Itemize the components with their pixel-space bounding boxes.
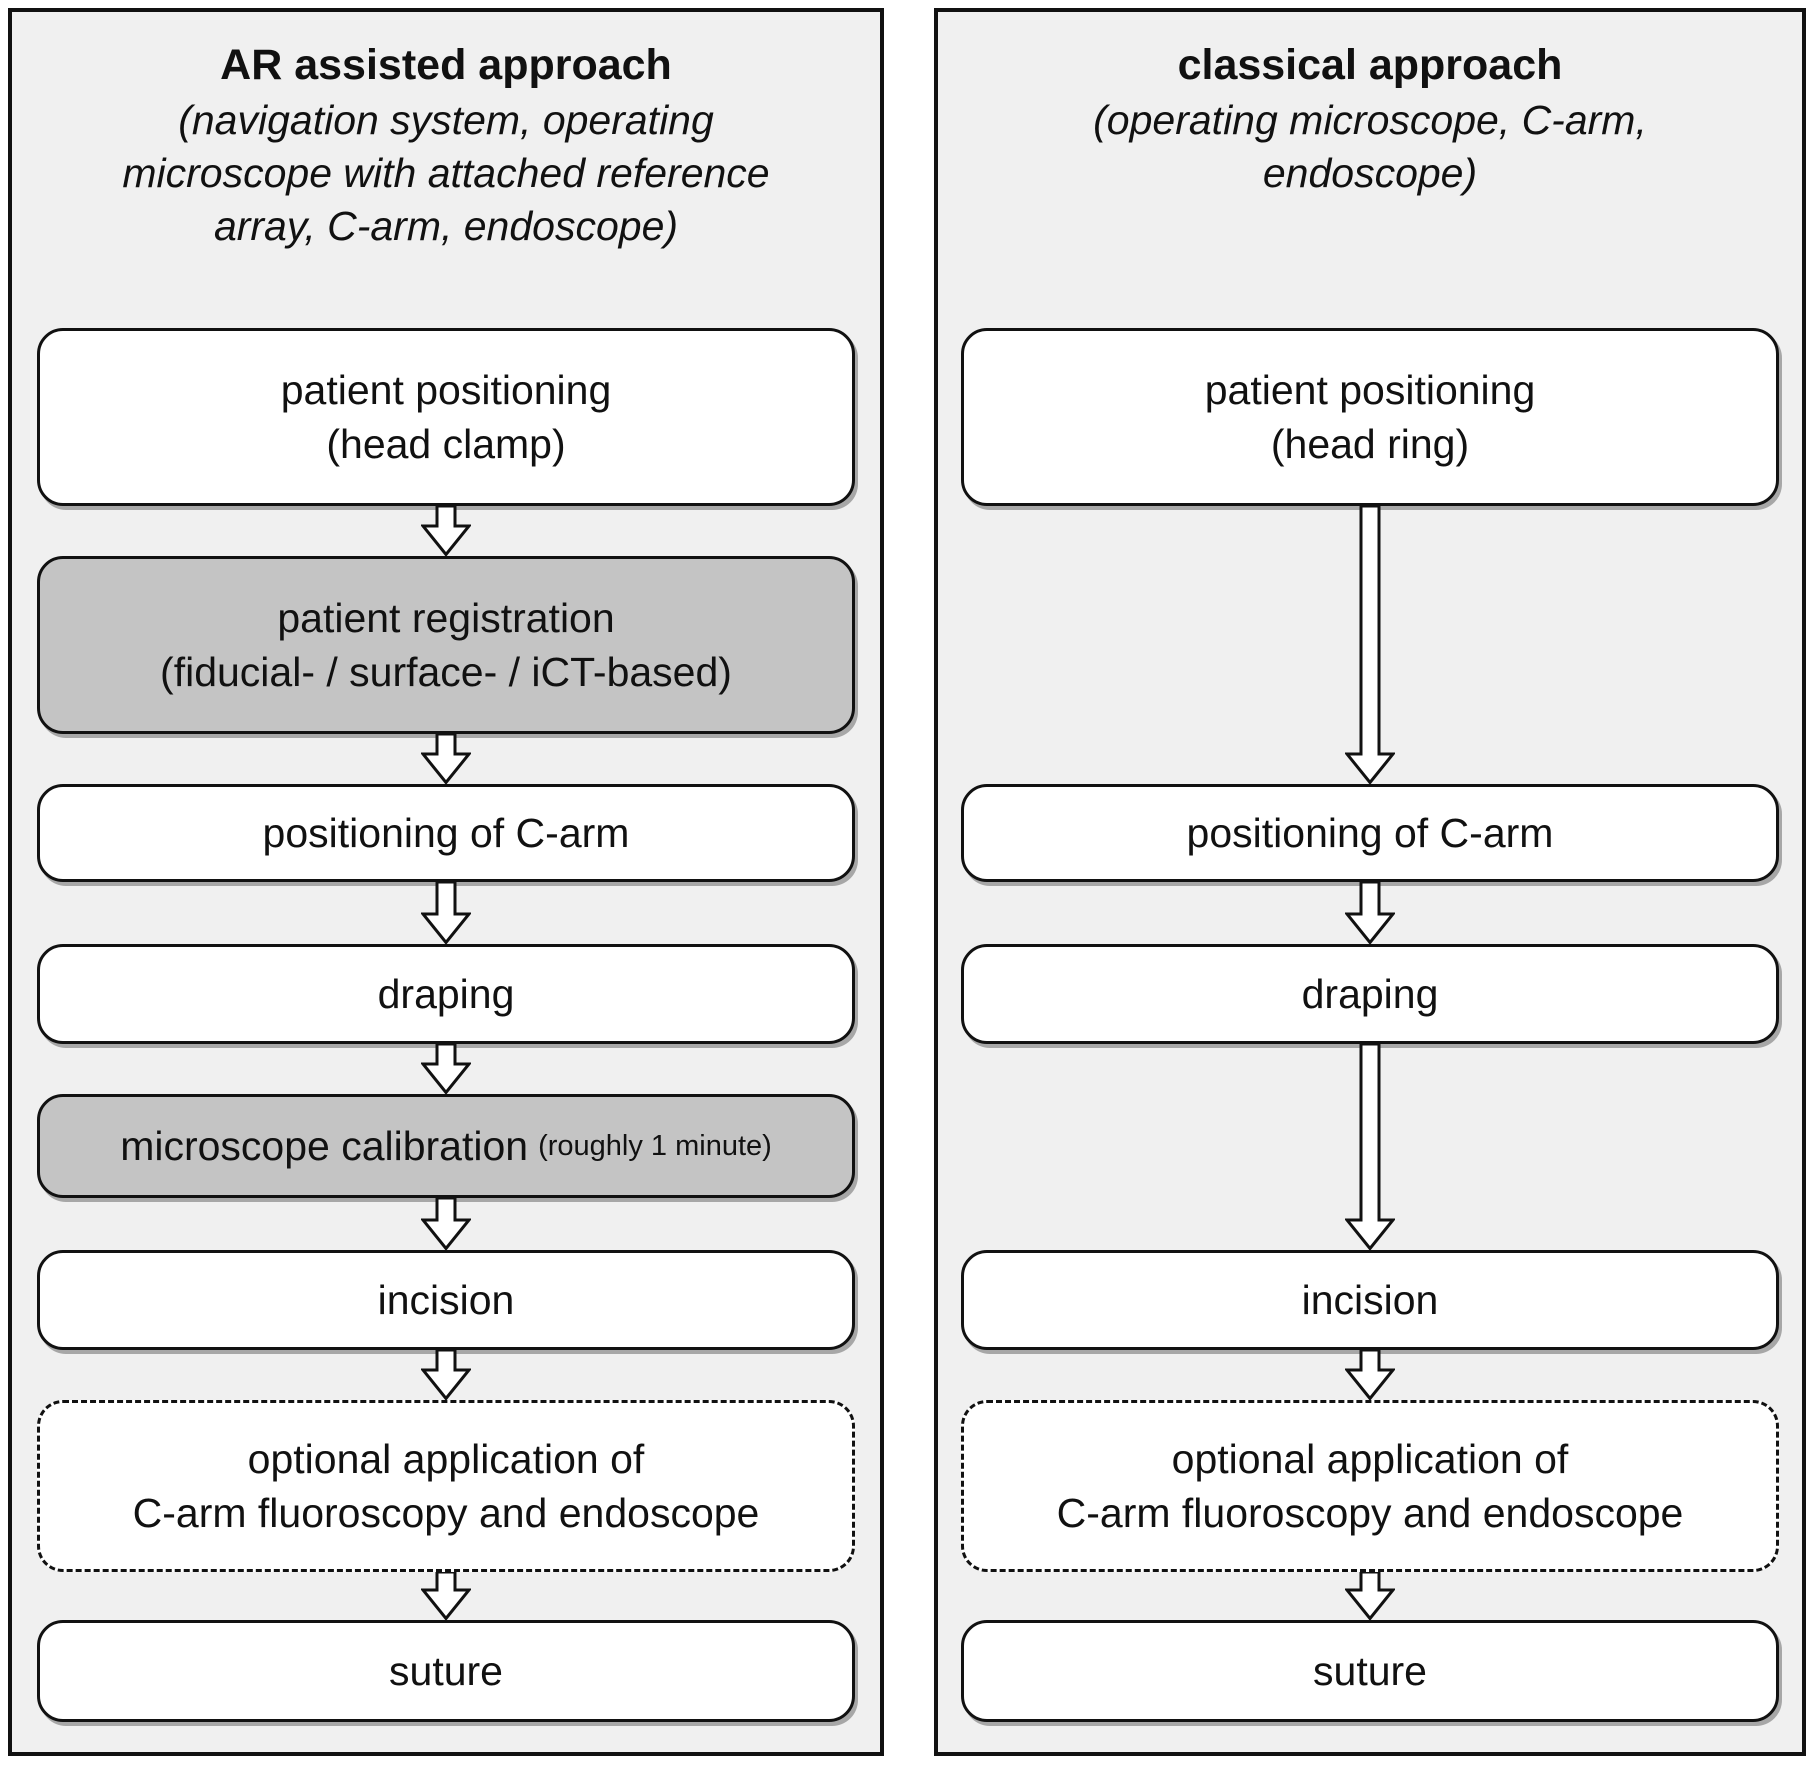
flow-arrow-down-icon: [1345, 882, 1395, 944]
step-draping: draping: [37, 944, 855, 1044]
flow-arrow-down-icon: [1345, 1572, 1395, 1620]
step-label: suture: [389, 1647, 503, 1694]
step-optional-application: optional application of C-arm fluoroscop…: [37, 1400, 855, 1572]
flow-arrow-down-icon: [1345, 1350, 1395, 1400]
panel-header: AR assisted approach (navigation system,…: [12, 38, 880, 254]
flow-arrow-down-icon: [421, 1572, 471, 1620]
flow-arrow-down-icon: [421, 1350, 471, 1400]
step-suture: suture: [37, 1620, 855, 1722]
step-label: incision: [377, 1276, 515, 1323]
step-label: suture: [1313, 1647, 1427, 1694]
panel-subtitle-line: (navigation system, operating: [178, 96, 714, 143]
panel-header: classical approach (operating microscope…: [938, 38, 1802, 200]
panel-ar-assisted-approach: AR assisted approach (navigation system,…: [8, 8, 884, 1756]
step-sublabel: (fiducial- / surface- / iCT-based): [160, 649, 732, 695]
panel-subtitle-line: (operating microscope, C-arm,: [1093, 96, 1647, 143]
step-label: patient positioning: [280, 366, 612, 413]
step-incision: incision: [37, 1250, 855, 1350]
panel-subtitle-line: microscope with attached reference: [122, 150, 770, 197]
step-label: patient positioning: [1204, 366, 1536, 413]
step-sublabel: C-arm fluoroscopy and endoscope: [1056, 1490, 1684, 1536]
step-draping: draping: [961, 944, 1779, 1044]
flow-arrow-down-icon: [421, 1198, 471, 1250]
flow-arrow-down-icon: [421, 506, 471, 556]
step-patient-positioning: patient positioning (head clamp): [37, 328, 855, 506]
step-microscope-calibration: microscope calibration (roughly 1 minute…: [37, 1094, 855, 1198]
step-label: draping: [1301, 970, 1439, 1017]
panel-title: classical approach: [1177, 41, 1563, 89]
step-positioning-of-c-arm: positioning of C-arm: [961, 784, 1779, 882]
panel-subtitle-line: array, C-arm, endoscope): [213, 203, 679, 250]
step-duration-note: (roughly 1 minute): [538, 1129, 772, 1162]
flow-arrow-down-icon: [421, 882, 471, 944]
step-label: draping: [377, 970, 515, 1017]
step-label: positioning of C-arm: [1186, 809, 1554, 856]
step-sublabel: (head clamp): [326, 421, 566, 467]
step-label: microscope calibration: [120, 1122, 529, 1169]
step-optional-application: optional application of C-arm fluoroscop…: [961, 1400, 1779, 1572]
step-label: positioning of C-arm: [262, 809, 630, 856]
step-label: patient registration: [277, 594, 615, 641]
step-incision: incision: [961, 1250, 1779, 1350]
step-sublabel: C-arm fluoroscopy and endoscope: [132, 1490, 760, 1536]
flow-arrow-down-icon: [1345, 506, 1395, 784]
step-label: incision: [1301, 1276, 1439, 1323]
step-patient-registration: patient registration (fiducial- / surfac…: [37, 556, 855, 734]
step-sublabel: (head ring): [1270, 421, 1470, 467]
step-suture: suture: [961, 1620, 1779, 1722]
step-label: optional application of: [1171, 1435, 1569, 1482]
flow-arrow-down-icon: [421, 1044, 471, 1094]
flow-arrow-down-icon: [1345, 1044, 1395, 1250]
step-label: optional application of: [247, 1435, 645, 1482]
panel-subtitle-line: endoscope): [1262, 150, 1478, 197]
flow-arrow-down-icon: [421, 734, 471, 784]
panel-title: AR assisted approach: [220, 41, 672, 89]
step-positioning-of-c-arm: positioning of C-arm: [37, 784, 855, 882]
step-patient-positioning: patient positioning (head ring): [961, 328, 1779, 506]
panel-classical-approach: classical approach (operating microscope…: [934, 8, 1806, 1756]
